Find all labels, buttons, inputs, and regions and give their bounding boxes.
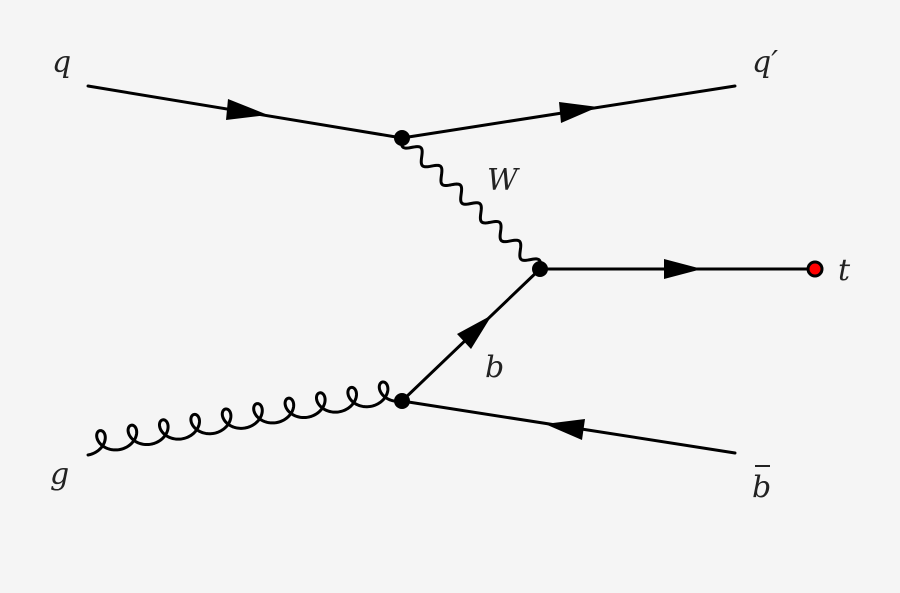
label-b: b: [485, 350, 504, 385]
outgoing-quark-arrow: [559, 102, 598, 123]
label-b-bar: b: [752, 465, 771, 505]
top-quark-end-marker: [806, 260, 824, 278]
upper-vertex: [394, 130, 410, 146]
w-boson-line: [400, 136, 542, 271]
top-quark-arrow: [664, 259, 702, 279]
label-b-bar-text: b: [752, 470, 771, 505]
label-g: g: [50, 457, 69, 492]
label-w: W: [487, 163, 520, 198]
label-q-prime: q′: [752, 45, 778, 80]
lower-vertex: [394, 393, 410, 409]
anti-b-quark-arrow: [545, 419, 585, 440]
label-t: t: [838, 253, 851, 288]
top-vertex: [532, 261, 548, 277]
b-quark-arrow: [457, 315, 492, 349]
gluon-line: [86, 380, 404, 457]
incoming-quark-arrow: [226, 99, 268, 120]
label-q: q: [52, 45, 71, 80]
